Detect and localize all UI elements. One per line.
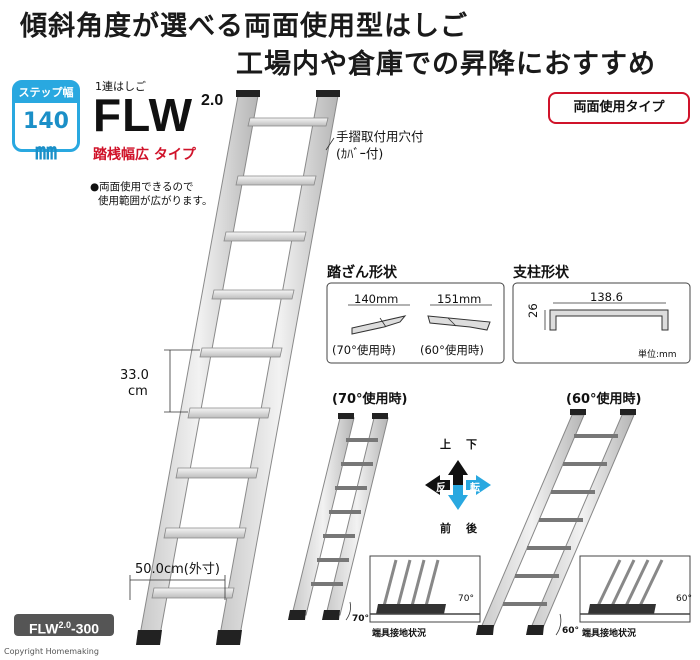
post-shape-width: 138.6 — [590, 290, 623, 304]
dir-turn: 転 — [470, 483, 480, 494]
step-width-label: ステップ幅 — [15, 83, 77, 103]
dir-front: 前 — [440, 522, 451, 535]
step-shape-cap1: (70°使用時) — [332, 343, 396, 357]
step-width-value: 140㎜ — [23, 109, 69, 165]
post-shape-height: 26 — [526, 303, 540, 318]
dir-rev: 反 — [436, 483, 446, 494]
copyright: Copyright Homemaking — [4, 647, 99, 656]
model-note: ●両面使用できるので 使用範囲が広がります。 — [90, 180, 212, 208]
post-shape-unit: 単位:mm — [638, 350, 677, 360]
ladder-steps — [151, 117, 329, 599]
inset60-angle: 60° — [676, 594, 692, 604]
dir-back: 後 — [466, 522, 477, 535]
width-dimension: 50.0cm(外寸) — [135, 562, 220, 577]
model-label: FLW2.0-300 — [14, 614, 114, 637]
model-subtitle: 1連はしご — [95, 80, 146, 93]
pitch-value: 33.0 — [120, 368, 149, 383]
direction-arrows — [425, 460, 491, 510]
handrail-note: 手摺取付用穴付 (ｶﾊﾞｰ付) — [336, 128, 424, 162]
step-shape-w2: 151mm — [437, 292, 482, 306]
handrail-line1: 手摺取付用穴付 — [336, 129, 424, 144]
inset70-angle: 70° — [458, 594, 474, 604]
headline-line2: 工場内や倉庫での昇降におすすめ — [236, 49, 656, 80]
headline-line1: 傾斜角度が選べる両面使用型はしご — [20, 11, 468, 42]
usage70-angle: 70° — [352, 614, 370, 624]
post-shape-title: 支柱形状 — [513, 265, 569, 281]
model-note-line1: ●両面使用できるので — [90, 181, 194, 193]
ladder-70 — [288, 413, 389, 621]
usage60-title: (60°使用時) — [566, 392, 642, 407]
step-shape-title: 踏ざん形状 — [327, 265, 397, 281]
step-shape-cap2: (60°使用時) — [420, 343, 484, 357]
model-label-name: FLW — [28, 620, 59, 637]
model-version: 2.0 — [201, 92, 224, 109]
usage60-foot-label: 端具接地状況 — [582, 629, 637, 639]
model-label-ver: 2.0 — [58, 620, 72, 630]
usage70-foot-label: 端具接地状況 — [372, 629, 427, 639]
pitch-unit: cm — [128, 384, 148, 399]
both-side-tag: 両面使用タイプ — [548, 92, 690, 124]
usage70-title: (70°使用時) — [332, 392, 408, 407]
model-note-line2: 使用範囲が広がります。 — [98, 195, 213, 207]
model-name: FLW — [93, 89, 194, 141]
model-label-size: -300 — [71, 620, 100, 637]
handrail-line2: (ｶﾊﾞｰ付) — [336, 146, 384, 161]
dir-down: 下 — [466, 438, 477, 451]
step-shape-w1: 140mm — [354, 292, 399, 306]
usage60-angle: 60° — [562, 626, 580, 636]
model-type: 踏桟幅広 タイプ — [93, 147, 196, 163]
ladder-60 — [476, 409, 636, 636]
step-width-badge: ステップ幅 140㎜ — [12, 80, 80, 165]
dir-up: 上 — [440, 438, 451, 451]
